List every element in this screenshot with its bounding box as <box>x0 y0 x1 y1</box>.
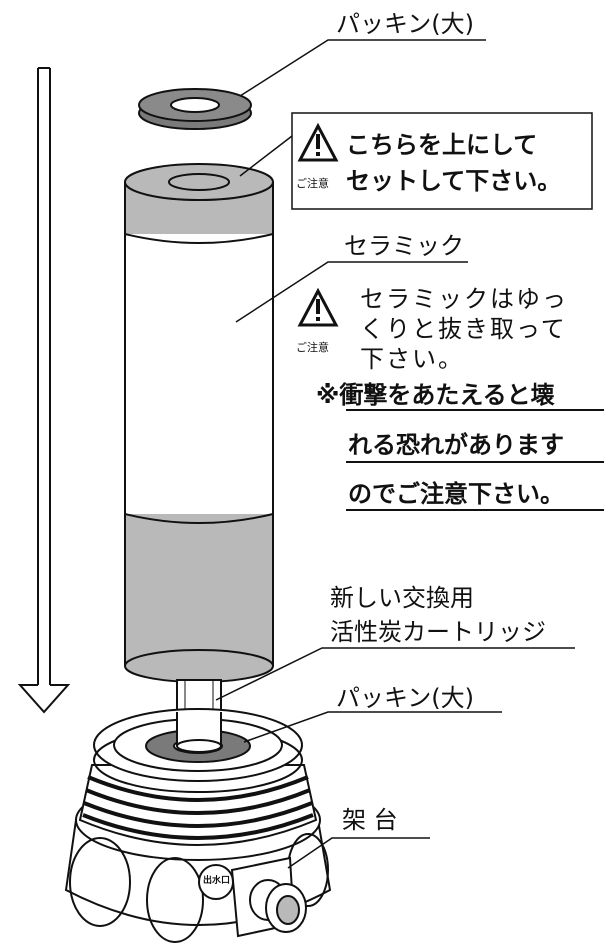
warning-line3: のでご注意下さい。 <box>348 480 564 508</box>
label-packing-top: パッキン(大) <box>336 10 475 38</box>
ceramic-note-line1: セラミックはゆっ <box>360 285 568 313</box>
ceramic-note-line2: くりと抜き取って <box>360 315 567 343</box>
top-note-line2: セットして下さい。 <box>346 167 562 195</box>
label-ceramic: セラミック <box>344 232 464 260</box>
caution-triangle-icon-2 <box>297 287 339 327</box>
top-note-line1: こちらを上にして <box>346 131 538 159</box>
label-new-cartridge-line1: 新しい交換用 <box>330 584 474 612</box>
warning-underlines <box>346 409 604 511</box>
down-arrow-icon <box>17 67 71 714</box>
ceramic-cylinder <box>124 163 274 683</box>
ceramic-caution-label: ご注意 <box>296 341 329 354</box>
warning-line2: れる恐れがあります <box>348 431 564 459</box>
stand-base <box>64 708 332 943</box>
label-packing-bottom: パッキン(大) <box>336 684 475 712</box>
top-caution-label: ご注意 <box>296 177 329 190</box>
top-packing-ring <box>138 88 252 130</box>
top-note-box <box>291 112 593 210</box>
label-stand: 架 台 <box>342 806 398 834</box>
caution-triangle-icon <box>297 122 339 162</box>
leader-lines <box>215 39 575 869</box>
label-new-cartridge-line2: 活性炭カートリッジ <box>330 618 546 646</box>
warning-line1: ※衝撃をあたえると壊 <box>316 381 555 409</box>
outlet-label: 出水口 <box>203 876 231 886</box>
ceramic-note-line3: 下さい。 <box>360 345 464 373</box>
